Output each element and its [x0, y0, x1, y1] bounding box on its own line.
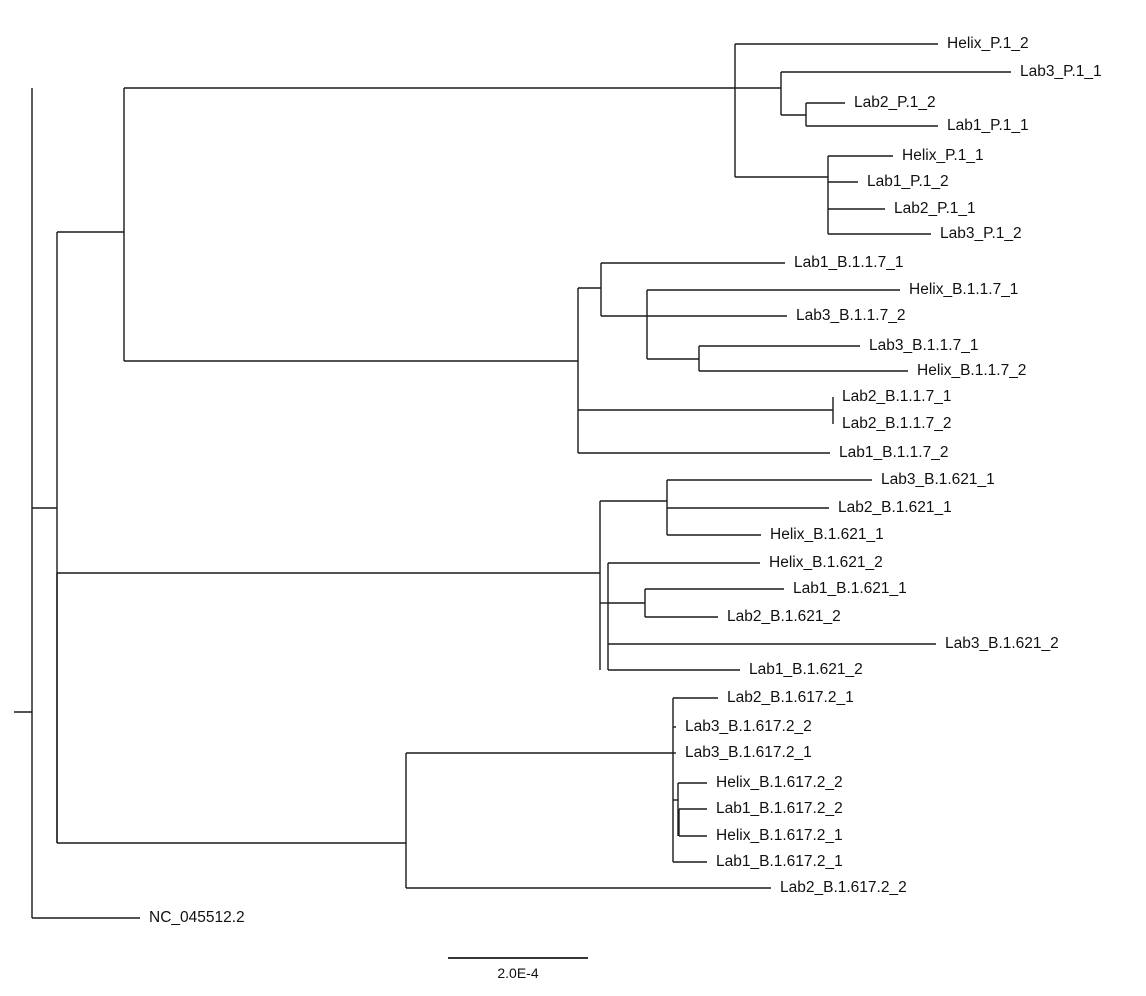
leaf-label: Lab3_B.1.1.7_2: [796, 307, 905, 324]
scale-bar-group: 2.0E-4: [448, 957, 588, 981]
leaf-label: Lab2_P.1_2: [854, 94, 936, 111]
leaf-label: Lab3_B.1.621_1: [881, 471, 995, 488]
leaf-label: Helix_B.1.621_1: [770, 526, 884, 543]
leaf-label: Helix_B.1.621_2: [769, 554, 883, 571]
leaf-label: Lab2_B.1.621_1: [838, 499, 952, 516]
leaf-label: Lab2_B.1.617.2_2: [780, 879, 907, 896]
leaf-label: Lab1_B.1.621_1: [793, 580, 907, 597]
leaf-label: Lab1_P.1_1: [947, 117, 1029, 134]
branch-layer: [14, 43, 1011, 919]
leaf-label: Lab1_B.1.1.7_2: [839, 444, 948, 461]
leaf-label: Helix_P.1_1: [902, 147, 984, 164]
leaf-layer: Helix_P.1_2Lab3_P.1_1Lab2_P.1_2Lab1_P.1_…: [149, 35, 1102, 926]
leaf-label: Lab2_B.1.1.7_1: [842, 388, 951, 405]
leaf-label: Lab3_B.1.621_2: [945, 635, 1059, 652]
leaf-label: Lab3_P.1_1: [1020, 63, 1102, 80]
leaf-label: Lab3_B.1.617.2_1: [685, 744, 812, 761]
leaf-label: Lab2_P.1_1: [894, 200, 976, 217]
leaf-label: Helix_B.1.1.7_2: [917, 362, 1026, 379]
scale-bar-label: 2.0E-4: [497, 965, 538, 981]
leaf-label: Lab2_B.1.621_2: [727, 608, 841, 625]
leaf-label: NC_045512.2: [149, 909, 245, 926]
leaf-label: Lab1_B.1.1.7_1: [794, 254, 903, 271]
leaf-label: Helix_B.1.617.2_1: [716, 827, 843, 844]
leaf-label: Lab2_B.1.617.2_1: [727, 689, 854, 706]
leaf-label: Helix_B.1.1.7_1: [909, 281, 1018, 298]
leaf-label: Lab1_B.1.617.2_1: [716, 853, 843, 870]
leaf-label: Lab3_P.1_2: [940, 225, 1022, 242]
leaf-label: Helix_B.1.617.2_2: [716, 774, 843, 791]
leaf-label: Lab2_B.1.1.7_2: [842, 415, 951, 432]
leaf-label: Lab1_B.1.617.2_2: [716, 800, 843, 817]
leaf-label: Lab3_B.1.617.2_2: [685, 718, 812, 735]
leaf-label: Lab1_B.1.621_2: [749, 661, 863, 678]
leaf-label: Helix_P.1_2: [947, 35, 1029, 52]
leaf-label: Lab1_P.1_2: [867, 173, 949, 190]
leaf-label: Lab3_B.1.1.7_1: [869, 337, 978, 354]
